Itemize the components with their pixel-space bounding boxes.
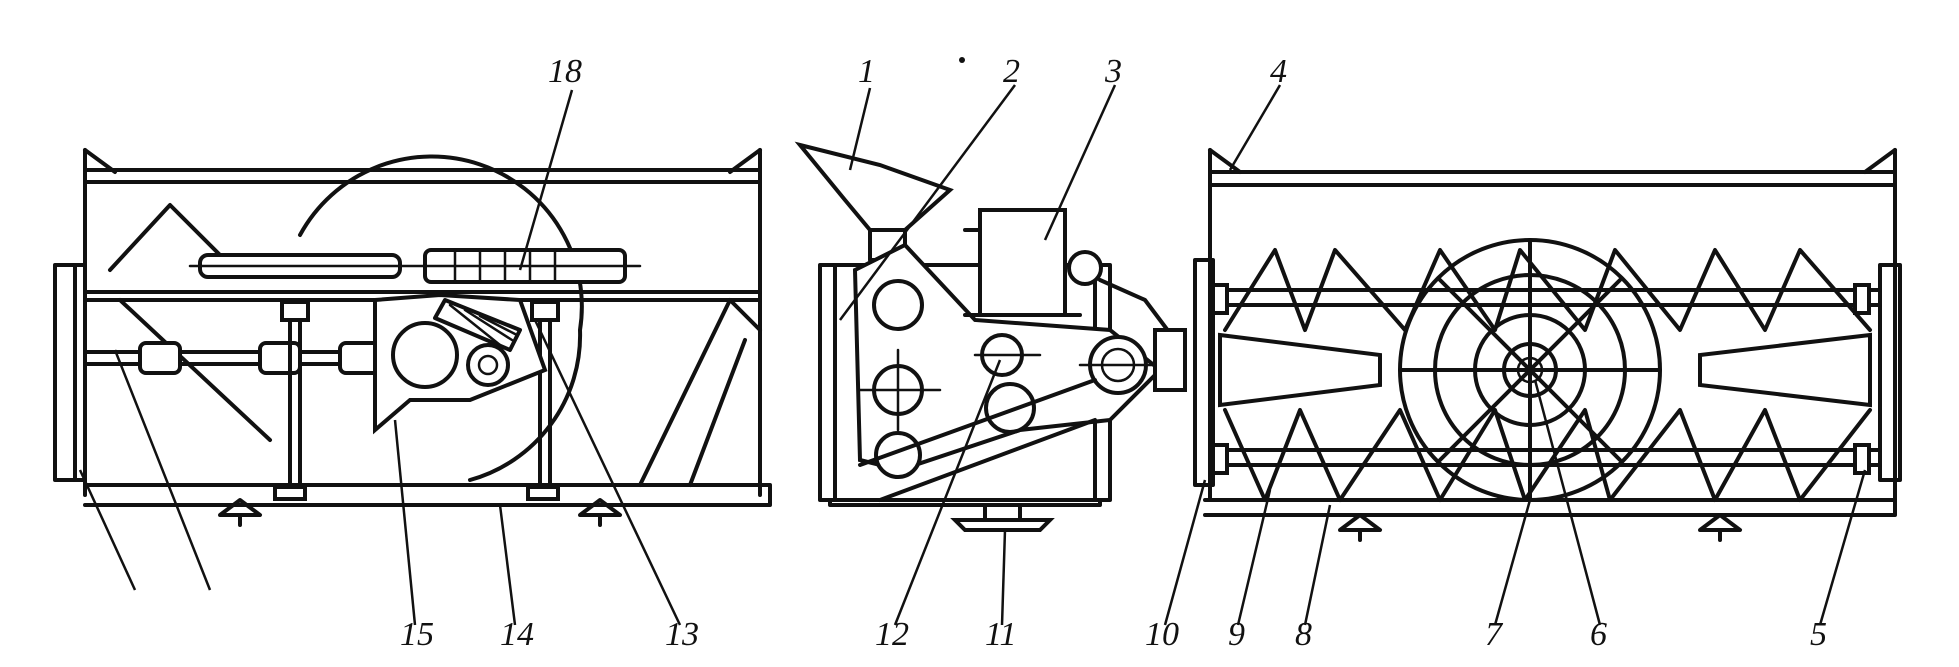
bottom-frame [828, 498, 1102, 507]
belt-guard-hatch [448, 303, 517, 347]
left-brace-1 [108, 203, 227, 272]
leader-4 [1228, 84, 1282, 171]
skid-post [983, 503, 1022, 522]
label-7: 7 [1485, 616, 1504, 653]
left-bearing-lower [1211, 443, 1229, 475]
leader-10 [1163, 479, 1207, 626]
shaft-coupling-2 [258, 341, 302, 375]
support-foot-2 [526, 485, 560, 501]
arm-centerlines [858, 348, 1162, 432]
leader-15 [393, 419, 417, 626]
pulley [466, 343, 510, 387]
label-4: 4 [1270, 53, 1287, 90]
left-brace-3 [638, 298, 762, 487]
leader-7 [1493, 499, 1532, 626]
left-brace-2 [118, 298, 272, 442]
left-base-rail [83, 483, 772, 507]
leader-2 [838, 84, 1017, 321]
speck [959, 57, 965, 63]
right-end-plate-right [1878, 263, 1902, 482]
label-18: 18 [548, 53, 582, 90]
gear-box-base [963, 228, 1082, 317]
upper-auger-shaft [1211, 288, 1882, 307]
leader-6 [1533, 379, 1602, 626]
leader-left-a [78, 469, 137, 591]
label-5: 5 [1810, 616, 1827, 653]
arm-hole-3 [874, 431, 922, 479]
right-view [1193, 148, 1902, 542]
leader-12 [893, 359, 1002, 626]
label-9: 9 [1228, 616, 1245, 653]
right-frame-corner-right [1863, 148, 1897, 174]
left-brace-4 [688, 338, 747, 487]
leader-11 [1000, 529, 1007, 626]
right-bearing-upper [1853, 283, 1871, 315]
label-1: 1 [858, 53, 875, 90]
left-vertical-support-1 [288, 298, 302, 487]
right-foot-2 [1698, 513, 1742, 542]
label-3: 3 [1104, 53, 1122, 90]
support-foot-1 [273, 485, 307, 501]
belt-guard [433, 298, 522, 352]
leader-lines [78, 84, 1867, 626]
upper-auger-flight [1223, 248, 1872, 332]
impeller-blades [1398, 238, 1662, 502]
support-clamp-2 [530, 300, 560, 322]
right-base-rail [1203, 498, 1897, 517]
leader-8 [1303, 504, 1332, 626]
label-12: 12 [875, 616, 909, 653]
left-frame-corner-left [83, 148, 117, 174]
cylinder-rod [188, 248, 642, 284]
tensioner-wheel [1067, 250, 1103, 286]
leader-13 [533, 319, 682, 626]
label-10: 10 [1145, 616, 1179, 653]
support-clamp-1 [280, 300, 310, 322]
leader-9 [1236, 489, 1272, 626]
lower-belt [858, 378, 1097, 502]
label-6: 6 [1590, 616, 1607, 653]
hitch-bracket [1153, 328, 1187, 392]
leader-5 [1818, 469, 1867, 626]
arm-hole-1 [872, 279, 924, 331]
callout-labels: 18 1 2 3 4 15 14 13 12 11 10 9 8 7 6 5 [400, 53, 1827, 653]
leader-left-b [113, 349, 212, 591]
right-bearing-lower [1853, 443, 1871, 475]
left-frame-top [83, 148, 762, 497]
left-view [53, 148, 772, 527]
right-paddle [1698, 332, 1872, 408]
label-14: 14 [500, 616, 534, 653]
right-frame-corner-left [1208, 148, 1242, 174]
left-end-plate [53, 263, 77, 482]
leader-1 [848, 87, 872, 171]
right-foot-1 [1338, 513, 1382, 542]
arm-hole-5 [984, 382, 1036, 434]
label-8: 8 [1295, 616, 1312, 653]
discharge-chute [794, 141, 954, 232]
right-frame [1208, 148, 1897, 502]
leader-14 [498, 504, 517, 626]
label-13: 13 [665, 616, 699, 653]
left-vertical-support-2 [538, 298, 552, 487]
leader-18 [518, 89, 574, 271]
label-2: 2 [1003, 53, 1020, 90]
left-paddle [1218, 332, 1382, 408]
left-frame-corner-right [728, 148, 762, 174]
pulley-hub [477, 354, 499, 376]
shaft-coupling-1 [138, 341, 182, 375]
left-foot-1 [218, 498, 262, 527]
label-15: 15 [400, 616, 434, 653]
label-11: 11 [985, 616, 1016, 653]
leader-3 [1043, 84, 1117, 241]
left-bearing-upper [1211, 283, 1229, 315]
middle-view [794, 141, 1187, 532]
left-foot-2 [578, 498, 622, 527]
gearbox-bearing [391, 321, 459, 389]
